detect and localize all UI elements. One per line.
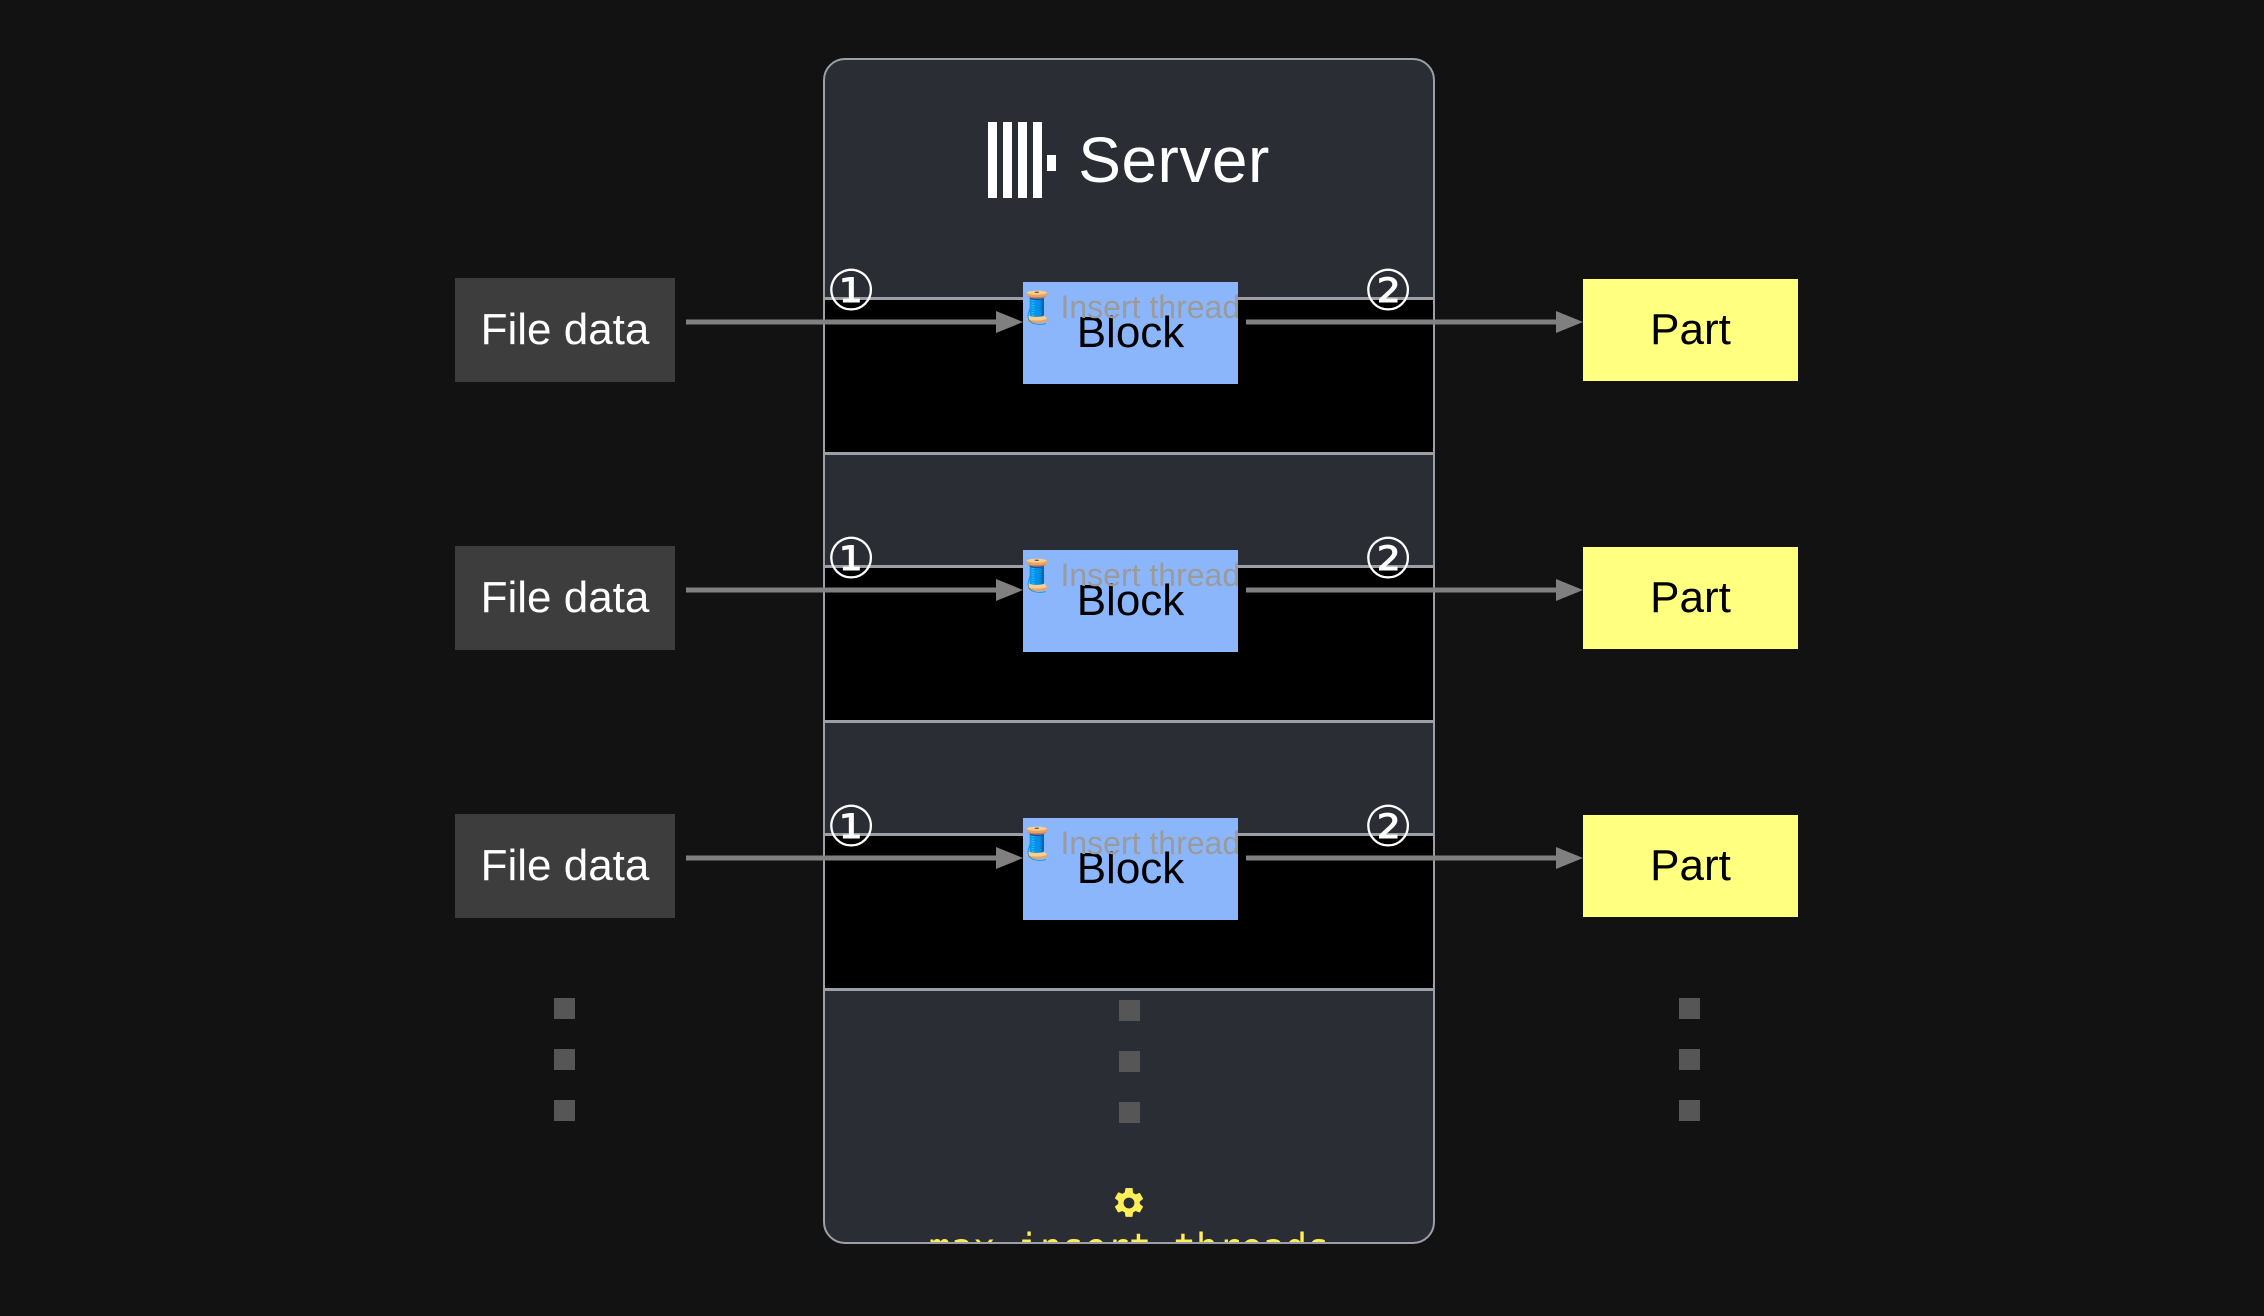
part-label: Part — [1650, 305, 1731, 354]
gear-icon — [1114, 1187, 1144, 1217]
part-box-3: Part — [1583, 815, 1798, 917]
thread-spool-icon: 🧵 — [1017, 557, 1057, 593]
thread-spool-icon: 🧵 — [1017, 825, 1057, 861]
ellipsis-dot — [1119, 1102, 1140, 1123]
ellipsis-dot — [1119, 1000, 1140, 1021]
clickhouse-logo-icon — [988, 122, 1057, 198]
thread-spool-icon: 🧵 — [1017, 289, 1057, 325]
step-number-2-row-1: ② — [1363, 259, 1414, 324]
file-data-box-1: File data — [455, 278, 675, 382]
part-label: Part — [1650, 573, 1731, 622]
ellipsis-dot — [554, 998, 575, 1019]
server-header: Server — [825, 122, 1433, 198]
block-label: Block — [1076, 844, 1185, 893]
arrow-filedata-to-block-3 — [686, 847, 1023, 869]
block-box-3: Block — [1023, 818, 1238, 920]
server-title: Server — [1078, 124, 1270, 196]
insert-thread-label-3: 🧵 Insert thread — [1016, 827, 1242, 859]
insert-thread-text: Insert thread — [1060, 825, 1241, 861]
setting-footer: max_insert_threads — [825, 1185, 1433, 1242]
arrow-filedata-to-block-2 — [686, 579, 1023, 601]
arrow-block-to-part-3 — [1246, 847, 1583, 869]
arrow-block-to-part-2 — [1246, 579, 1583, 601]
step-number-1-row-1: ① — [826, 259, 877, 324]
file-data-label: File data — [480, 573, 650, 622]
ellipsis-dot — [1679, 1049, 1700, 1070]
step-number-2-row-2: ② — [1363, 527, 1414, 592]
insert-thread-text: Insert thread — [1060, 289, 1241, 325]
block-label: Block — [1076, 308, 1185, 357]
insert-thread-label-2: 🧵 Insert thread — [1016, 559, 1242, 591]
ellipsis-dots-right — [1679, 998, 1700, 1121]
ellipsis-dot — [1119, 1051, 1140, 1072]
insert-thread-label-1: 🧵 Insert thread — [1016, 291, 1242, 323]
setting-name-label: max_insert_threads — [929, 1229, 1330, 1242]
part-box-2: Part — [1583, 547, 1798, 649]
file-data-label: File data — [480, 305, 650, 354]
step-number-2-row-3: ② — [1363, 795, 1414, 860]
ellipsis-dots-center — [1119, 1000, 1140, 1123]
file-data-box-3: File data — [455, 814, 675, 918]
step-number-1-row-2: ① — [826, 527, 877, 592]
ellipsis-dot — [1679, 998, 1700, 1019]
ellipsis-dot — [554, 1100, 575, 1121]
block-box-2: Block — [1023, 550, 1238, 652]
arrow-block-to-part-1 — [1246, 311, 1583, 333]
part-label: Part — [1650, 841, 1731, 890]
ellipsis-dots-left — [554, 998, 575, 1121]
block-label: Block — [1076, 576, 1185, 625]
insert-thread-text: Insert thread — [1060, 557, 1241, 593]
file-data-box-2: File data — [455, 546, 675, 650]
ellipsis-dot — [554, 1049, 575, 1070]
arrow-filedata-to-block-1 — [686, 311, 1023, 333]
part-box-1: Part — [1583, 279, 1798, 381]
file-data-label: File data — [480, 841, 650, 890]
block-box-1: Block — [1023, 282, 1238, 384]
ellipsis-dot — [1679, 1100, 1700, 1121]
step-number-1-row-3: ① — [826, 795, 877, 860]
